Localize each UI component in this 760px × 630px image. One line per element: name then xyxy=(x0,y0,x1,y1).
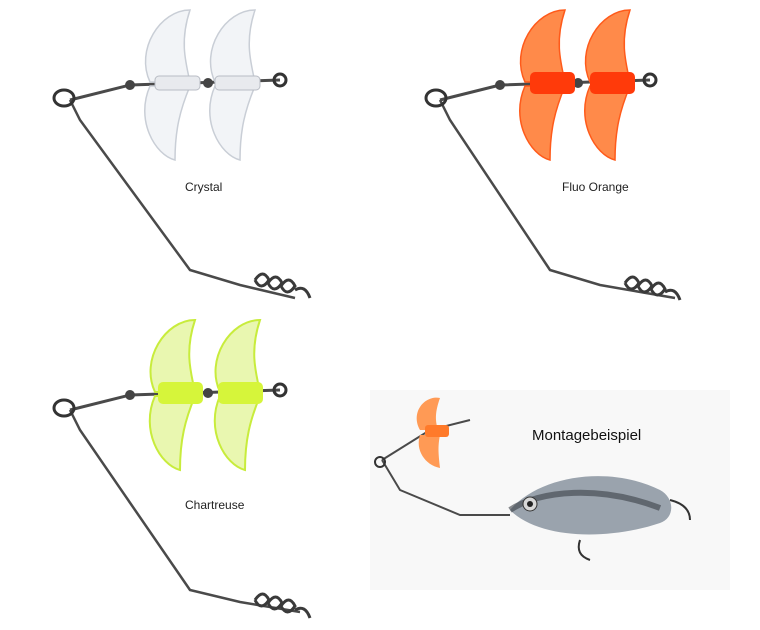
product-chartreuse: Chartreuse xyxy=(40,310,340,630)
variant-label-fluo-orange: Fluo Orange xyxy=(562,180,629,194)
product-fluo-orange: Fluo Orange xyxy=(420,0,720,310)
chartreuse-spinner-image xyxy=(52,318,312,619)
variant-label-crystal: Crystal xyxy=(185,180,223,194)
variant-label-chartreuse: Chartreuse xyxy=(185,498,245,512)
example-title: Montagebeispiel xyxy=(532,427,642,444)
example-rig-image xyxy=(374,397,691,561)
example-panel: Montagebeispiel xyxy=(370,390,730,590)
fluo-orange-spinner-image xyxy=(424,9,682,301)
product-crystal: Crystal xyxy=(40,0,340,310)
crystal-spinner-image xyxy=(52,9,312,300)
